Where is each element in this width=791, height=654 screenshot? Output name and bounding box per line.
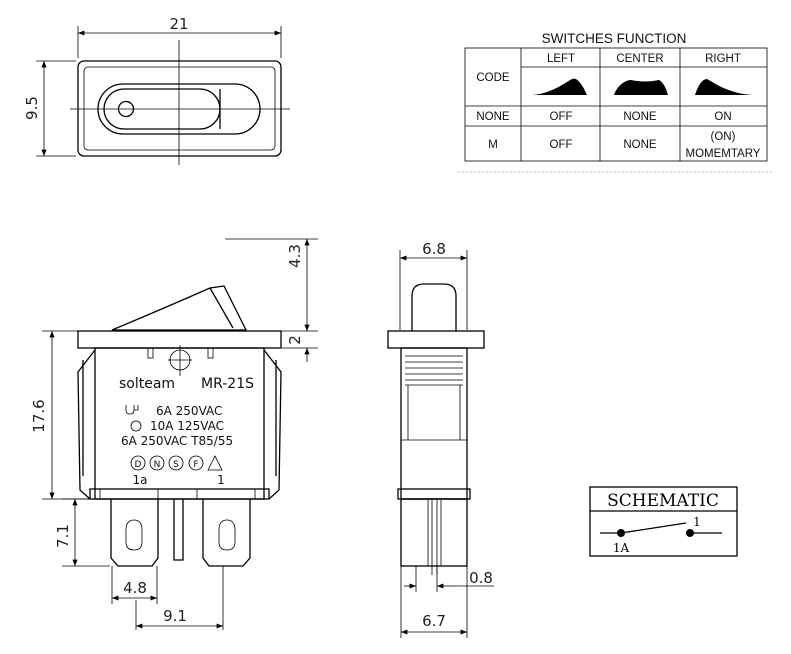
rocker-dim: 4.3	[286, 244, 304, 268]
row-none-left: OFF	[550, 111, 573, 123]
row-code-label: CODE	[476, 72, 510, 84]
brand-label: solteam	[119, 376, 175, 392]
top-view: 21 9.5	[23, 15, 290, 165]
ul-mark-icon	[125, 405, 139, 415]
row-none-right: ON	[714, 111, 731, 123]
row-none-center: NONE	[623, 111, 657, 123]
row-m-left: OFF	[550, 139, 573, 151]
terminal-dim: 7.1	[54, 524, 72, 548]
flange-dim: 2	[286, 335, 304, 345]
table-title: SWITCHES FUNCTION	[542, 31, 687, 46]
row-m-right-on: (ON)	[711, 131, 736, 143]
rating-3: 6A 250VAC T85/55	[121, 434, 233, 448]
col-left: LEFT	[547, 53, 575, 65]
cert-s: S	[173, 460, 179, 470]
row-m-right-momentary: MOMEMTARY	[686, 148, 761, 160]
side-pin-dim: 0.8	[469, 569, 493, 587]
rating-2: 10A 125VAC	[150, 419, 224, 433]
row-none-label: NONE	[476, 111, 510, 123]
terminal-1a-label: 1a	[133, 473, 148, 487]
vde-mark-icon	[207, 455, 223, 471]
rocker-left-icon	[533, 78, 587, 95]
cul-mark-icon	[130, 420, 142, 432]
schematic-title: SCHEMATIC	[607, 491, 719, 511]
side-view: 6.8 0.8 6.7	[387, 240, 494, 638]
col-center: CENTER	[616, 53, 663, 65]
row-m-center: NONE	[623, 139, 657, 151]
top-height-dim: 9.5	[23, 96, 41, 120]
rating-1: 6A 250VAC	[156, 404, 222, 418]
terminal-width-dim: 4.8	[123, 579, 147, 597]
cert-d: D	[135, 460, 142, 470]
terminal-1-label: 1	[217, 473, 225, 487]
spacing-dim: 9.1	[163, 607, 187, 625]
schematic-terminal-1a: 1A	[613, 541, 630, 555]
rocker-center-icon	[614, 80, 668, 95]
switches-function-table: SWITCHES FUNCTION LEFT CENTER RIGHT CODE…	[458, 31, 772, 173]
height-dim: 17.6	[30, 399, 48, 432]
side-top-dim: 6.8	[422, 240, 446, 258]
cert-f: F	[193, 460, 198, 470]
col-right: RIGHT	[705, 53, 741, 65]
schematic-box: SCHEMATIC 1 1A	[589, 486, 738, 557]
cert-marks: D N S F	[130, 455, 223, 471]
cert-n: N	[154, 460, 161, 470]
schematic-terminal-1: 1	[693, 515, 701, 529]
top-width-dim: 21	[169, 15, 188, 33]
model-label: MR-21S	[201, 376, 254, 392]
side-bottom-dim: 6.7	[422, 612, 446, 630]
row-m-label: M	[488, 139, 498, 151]
rocker-right-icon	[695, 79, 752, 95]
front-view: 4.3 2 17.6 7.1 solteam MR-21S	[30, 238, 318, 630]
